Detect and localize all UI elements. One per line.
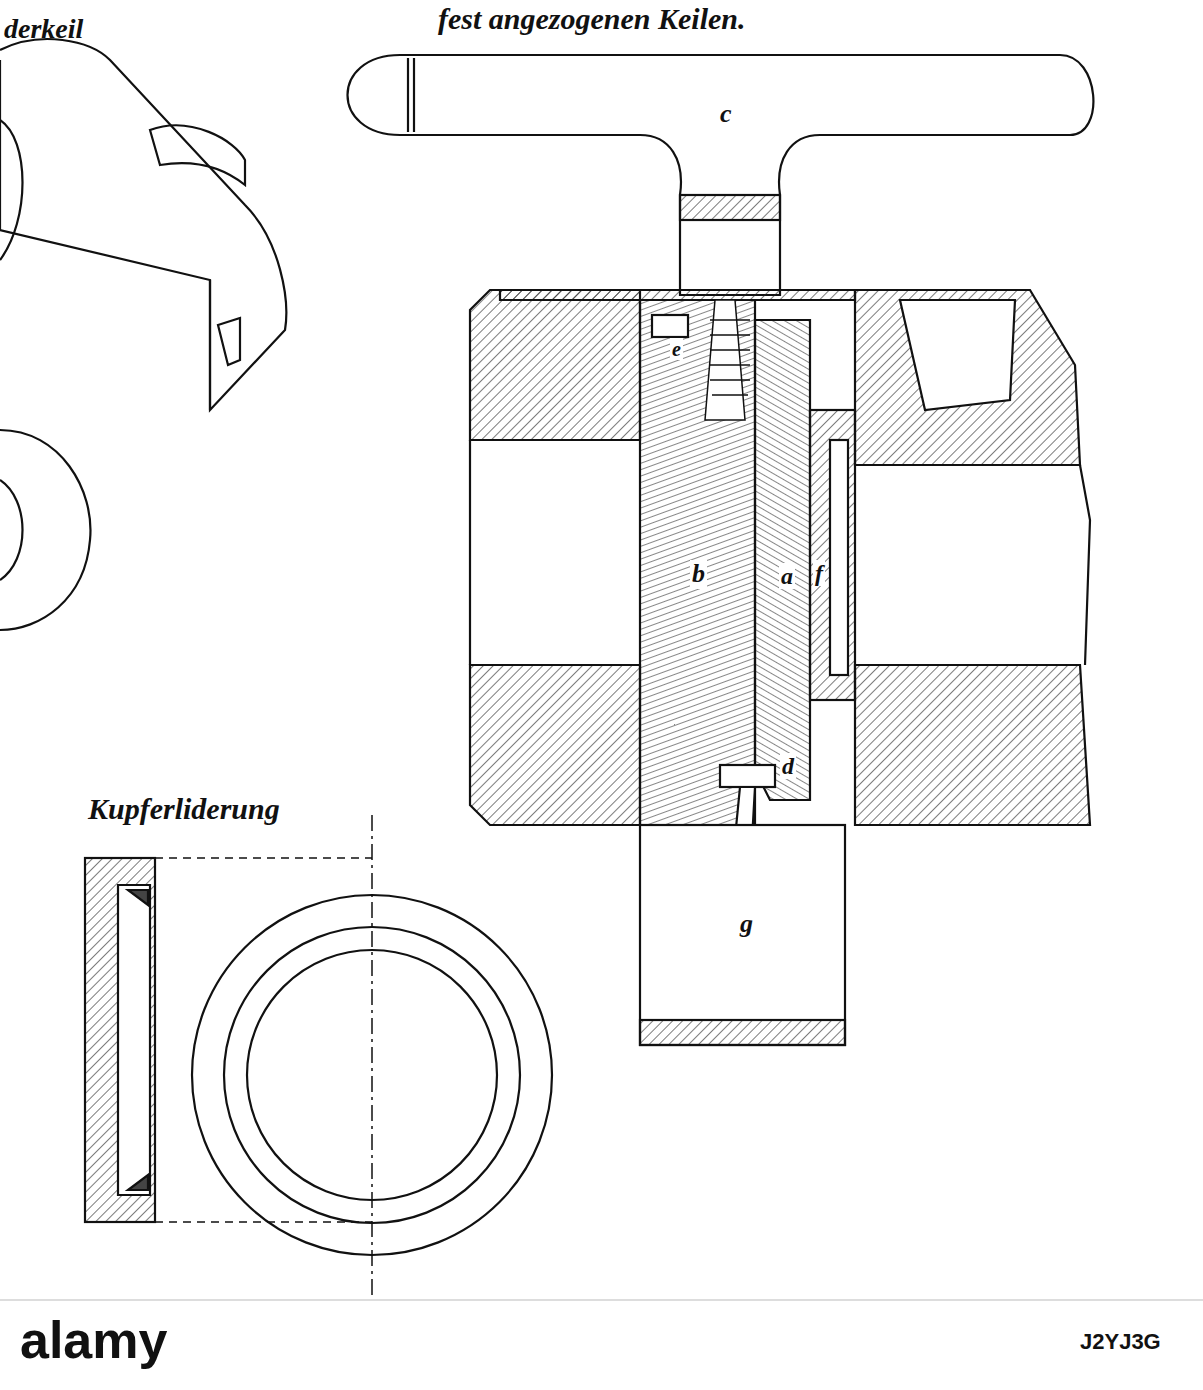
breech-block [470,290,1090,1045]
part-name: derkeil [4,14,83,45]
callout-letter: f [813,560,825,586]
heading-text: fest angezogenen Keilen. [438,2,746,35]
part-name: Kupferliderung [88,792,280,825]
callout-letter: g [740,910,753,939]
watermark-text: alamy [20,1312,167,1369]
callout-letter: e [670,338,683,360]
copper-seal [85,815,552,1295]
callout-letter: b [690,560,707,589]
watermark-id: J2YJ3G [1080,1330,1161,1354]
callout-letter: c [720,100,732,129]
wedge-perspective [0,39,286,630]
callout-letter: a [779,563,795,589]
handle [348,55,1094,295]
watermark-bar [0,1300,1203,1390]
callout-letter: d [780,753,796,779]
